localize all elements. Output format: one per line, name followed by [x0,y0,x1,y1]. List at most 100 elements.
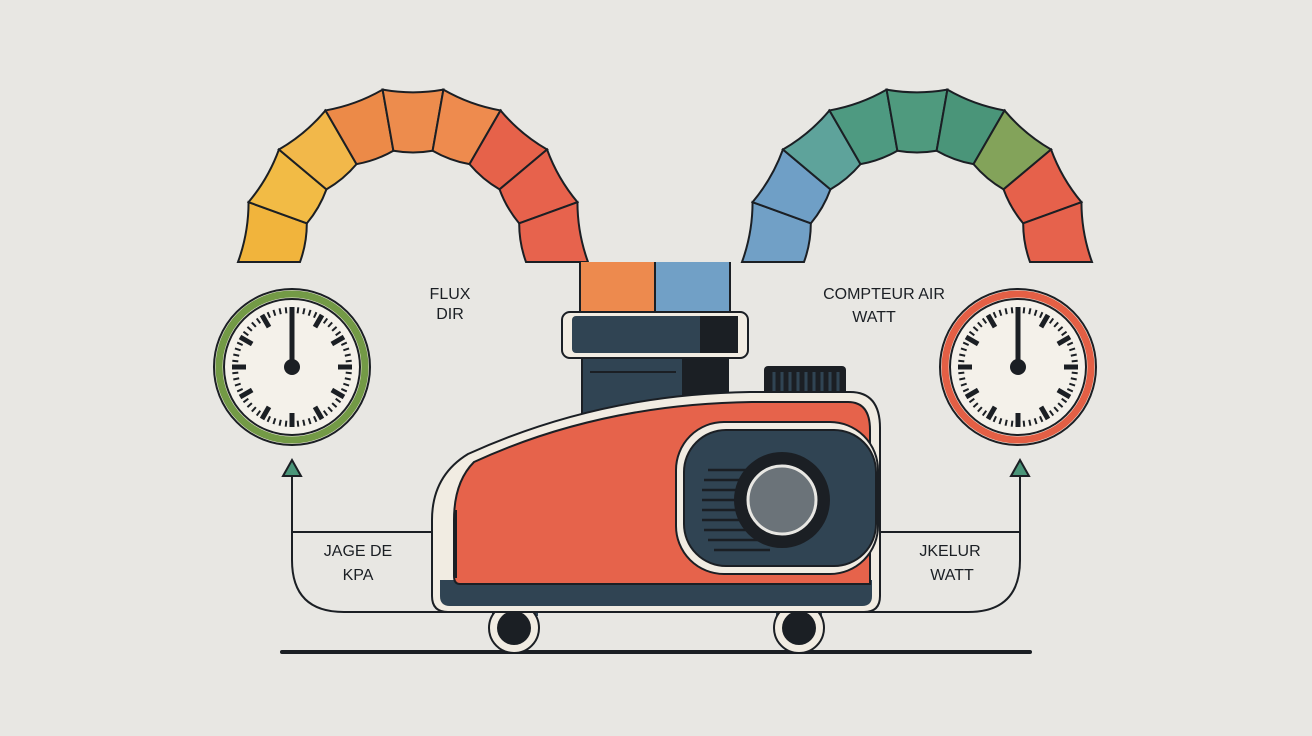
left-gauge-tick [232,359,239,363]
left-gauge-tick [242,397,249,404]
left-arrow-icon [281,457,303,477]
left-gauge-tick [327,406,333,413]
right-gauge-tick [1039,415,1044,423]
right-gauge-tick [968,330,975,337]
right-gauge-tick [992,311,997,319]
right-gauge-tick [977,321,983,328]
right-arc-label-bottom: WATT [852,309,896,326]
left-gauge-tick [296,420,300,427]
left-gauge-tick [246,402,253,408]
left-gauge-tick [322,410,329,417]
left-connector-loop [291,532,470,613]
left-gauge-tick [307,309,312,316]
left-gauge-hub [284,359,300,375]
left-gauge-tick [335,397,342,404]
left-gauge-color-ring [215,290,369,444]
right-gauge-tick [1070,377,1077,381]
left-arc-segment-9 [518,200,590,263]
right-gauge-tick [962,388,970,393]
right-gauge-tick [1066,388,1074,393]
right-gauge-tick [1061,397,1068,404]
right-gauge-tick [1071,371,1078,375]
left-gauge-tick [284,307,288,314]
right-gauge-hub [1010,359,1026,375]
right-gauge-tick [1004,308,1008,315]
left-gauge-tick [255,317,262,324]
right-gauge-tick [959,353,966,357]
right-gauge-tick [1056,387,1072,400]
left-gauge-tick [343,347,350,352]
right-connector-line [875,475,1021,533]
right-gauge-tick [1028,308,1032,315]
left-gauge-tick [236,341,244,346]
left-gauge-tick [232,371,239,375]
right-color-arc [654,88,1094,313]
left-color-arc [236,88,656,313]
left-gauge-tick [234,347,241,352]
left-gauge-tick [266,311,271,319]
right-gauge-tick [998,418,1003,425]
right-gauge-tick [1033,418,1038,425]
left-gauge-tick [302,308,306,315]
left-gauge-tick [344,377,351,381]
right-gauge-tick [1010,420,1014,427]
left-loop-label-top: JAGE DE [324,543,392,560]
left-gauge-tick [313,415,318,423]
pressure-dial [734,452,830,548]
left-gauge-tick [331,402,338,408]
right-gauge-tick [1061,330,1068,337]
left-gauge-tick [251,406,257,413]
right-loop-label-top: JKELUR [919,543,980,560]
left-gauge-tick [236,388,244,393]
left-gauge-tick [340,388,348,393]
right-gauge-tick [1053,406,1059,413]
watt-meter-icon [939,288,1097,446]
left-gauge-tick [327,321,333,328]
right-connector-loop [840,532,1021,613]
left-arc-label-bottom: DIR [436,306,464,323]
left-gauge-tick [266,415,271,423]
right-gauge-tick [1038,313,1051,329]
left-gauge-tick [345,371,352,375]
right-gauge-tick [1038,405,1051,421]
right-gauge-tick [985,405,998,421]
right-gauge-tick [1057,402,1064,408]
right-gauge-tick [981,317,988,324]
right-gauge-tick [1069,347,1076,352]
left-gauge-tick [296,307,300,314]
right-gauge-tick [972,326,979,332]
right-gauge-tick [1069,382,1076,387]
right-arc-tail [654,262,731,313]
right-gauge-tick [968,397,975,404]
left-gauge-tick [238,387,254,400]
right-gauge-tick [1048,410,1055,417]
right-gauge-tick [964,334,980,347]
left-gauge-tick [246,326,253,332]
right-gauge-tick [985,313,998,329]
left-gauge-tick [242,330,249,337]
right-gauge-tick [960,382,967,387]
left-gauge-tick [284,420,288,427]
right-gauge-tick [958,359,965,363]
right-gauge-tick [1048,317,1055,324]
right-gauge-tick [1057,326,1064,332]
left-gauge-tick [234,382,241,387]
left-gauge-tick [312,405,325,421]
left-gauge-tick [259,313,272,329]
right-gauge-tick [1004,419,1008,426]
right-loop-label-bottom: WATT [930,567,974,584]
left-gauge-tick [233,353,240,357]
right-gauge-tick [1039,311,1044,319]
air-compressor-icon [431,311,881,654]
right-gauge-tick [1022,420,1026,427]
right-gauge-tick [998,309,1003,316]
left-gauge-tick [335,330,342,337]
right-gauge-tick [972,402,979,408]
right-gauge-tick [962,341,970,346]
right-gauge-tick [1033,309,1038,316]
right-arc-segment-9 [1022,200,1094,263]
left-loop-label-bottom: KPA [343,567,374,584]
left-gauge-tick [330,334,346,347]
left-gauge-tick [330,387,346,400]
right-gauge-tick [960,347,967,352]
